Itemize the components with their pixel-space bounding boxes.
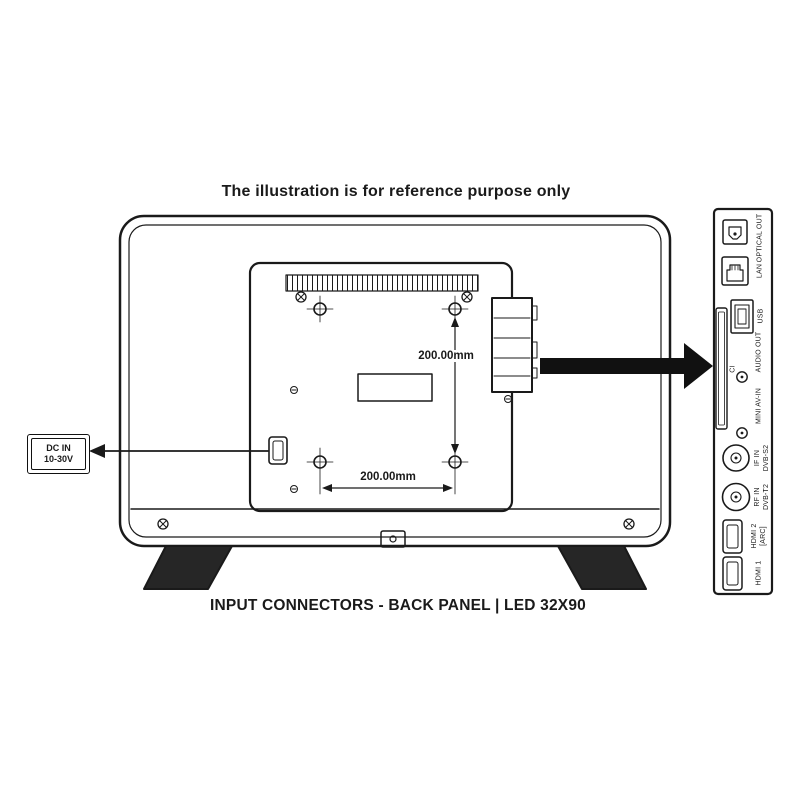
dc-in-label-text: DC IN 10-30V — [31, 438, 86, 470]
port-label-usb: USB — [757, 308, 765, 324]
port-label-line: DVB-T2 — [763, 483, 770, 511]
panel-callout-arrow — [540, 343, 713, 389]
edge-screw-icon — [504, 395, 512, 403]
port-label-lan: LAN — [756, 263, 764, 279]
bottom-screw-right-icon — [623, 518, 635, 530]
hdmi-2-port-icon — [722, 519, 743, 554]
rf-in-dvb-t2-connector-icon — [721, 482, 751, 512]
dc-in-callout-arrow — [89, 444, 269, 458]
dc-in-port-icon — [268, 436, 288, 465]
bottom-screw-left-icon — [157, 518, 169, 530]
port-label-hdmi-1: HDMI 1 — [755, 560, 763, 586]
port-label-optical-out: OPTICAL OUT — [756, 213, 764, 263]
port-label-line: [ARC] — [760, 526, 767, 546]
port-label-mini-av-in: MINI AV-IN — [755, 387, 763, 425]
usb-port-icon — [730, 299, 754, 334]
vent-grille — [285, 274, 479, 292]
hdmi-1-port-icon — [722, 556, 743, 591]
ci-slot-icon — [715, 307, 728, 430]
port-label-ci: CI — [729, 365, 737, 373]
vesa-hole-bottom-right — [441, 447, 469, 495]
dc-in-label-box: DC IN 10-30V — [27, 434, 90, 474]
edge-screw-icon — [290, 386, 298, 394]
optical-out-port-icon — [722, 219, 748, 245]
edge-screw-icon — [290, 485, 298, 493]
connector-panel-strip — [712, 207, 774, 596]
vertical-dimension-label: 200.00mm — [416, 350, 476, 362]
audio-out-jack-icon — [736, 371, 748, 383]
label-plate — [357, 373, 433, 402]
port-label-hdmi-2-arc: HDMI 2 [ARC] — [750, 524, 768, 549]
vesa-hole-top-left — [306, 295, 334, 323]
mini-av-in-jack-icon — [736, 427, 748, 439]
side-connector-block — [491, 297, 538, 393]
panel-screw-icon — [461, 291, 473, 303]
reference-note: The illustration is for reference purpos… — [221, 183, 571, 200]
panel-screw-icon — [295, 291, 307, 303]
port-label-line: RF IN — [753, 487, 761, 507]
diagram-caption: INPUT CONNECTORS - BACK PANEL | LED 32X9… — [210, 597, 586, 614]
horizontal-dimension-arrow — [322, 484, 453, 492]
vesa-hole-bottom-left — [306, 447, 334, 495]
port-label-audio-out: AUDIO OUT — [755, 331, 763, 373]
tv-stand-feet — [143, 545, 647, 590]
vertical-dimension-arrow — [451, 317, 459, 454]
vesa-mount-panel — [248, 261, 514, 513]
if-in-dvb-s2-connector-icon — [722, 444, 750, 472]
dc-in-line1: DC IN — [46, 442, 71, 453]
port-label-rf-in-dvb-t2: RF IN DVB-T2 — [753, 484, 771, 510]
port-label-if-in-dvb-s2: IF IN DVB-S2 — [753, 445, 771, 472]
port-label-line: HDMI 2 — [750, 523, 758, 549]
port-label-line: IF IN — [753, 449, 761, 467]
horizontal-dimension-label: 200.00mm — [358, 471, 418, 483]
tv-body-outline — [118, 214, 672, 548]
lan-port-icon — [721, 256, 749, 286]
port-label-line: DVB-S2 — [763, 444, 770, 472]
bottom-mount-tab — [380, 530, 406, 548]
dc-in-line2: 10-30V — [43, 454, 74, 464]
